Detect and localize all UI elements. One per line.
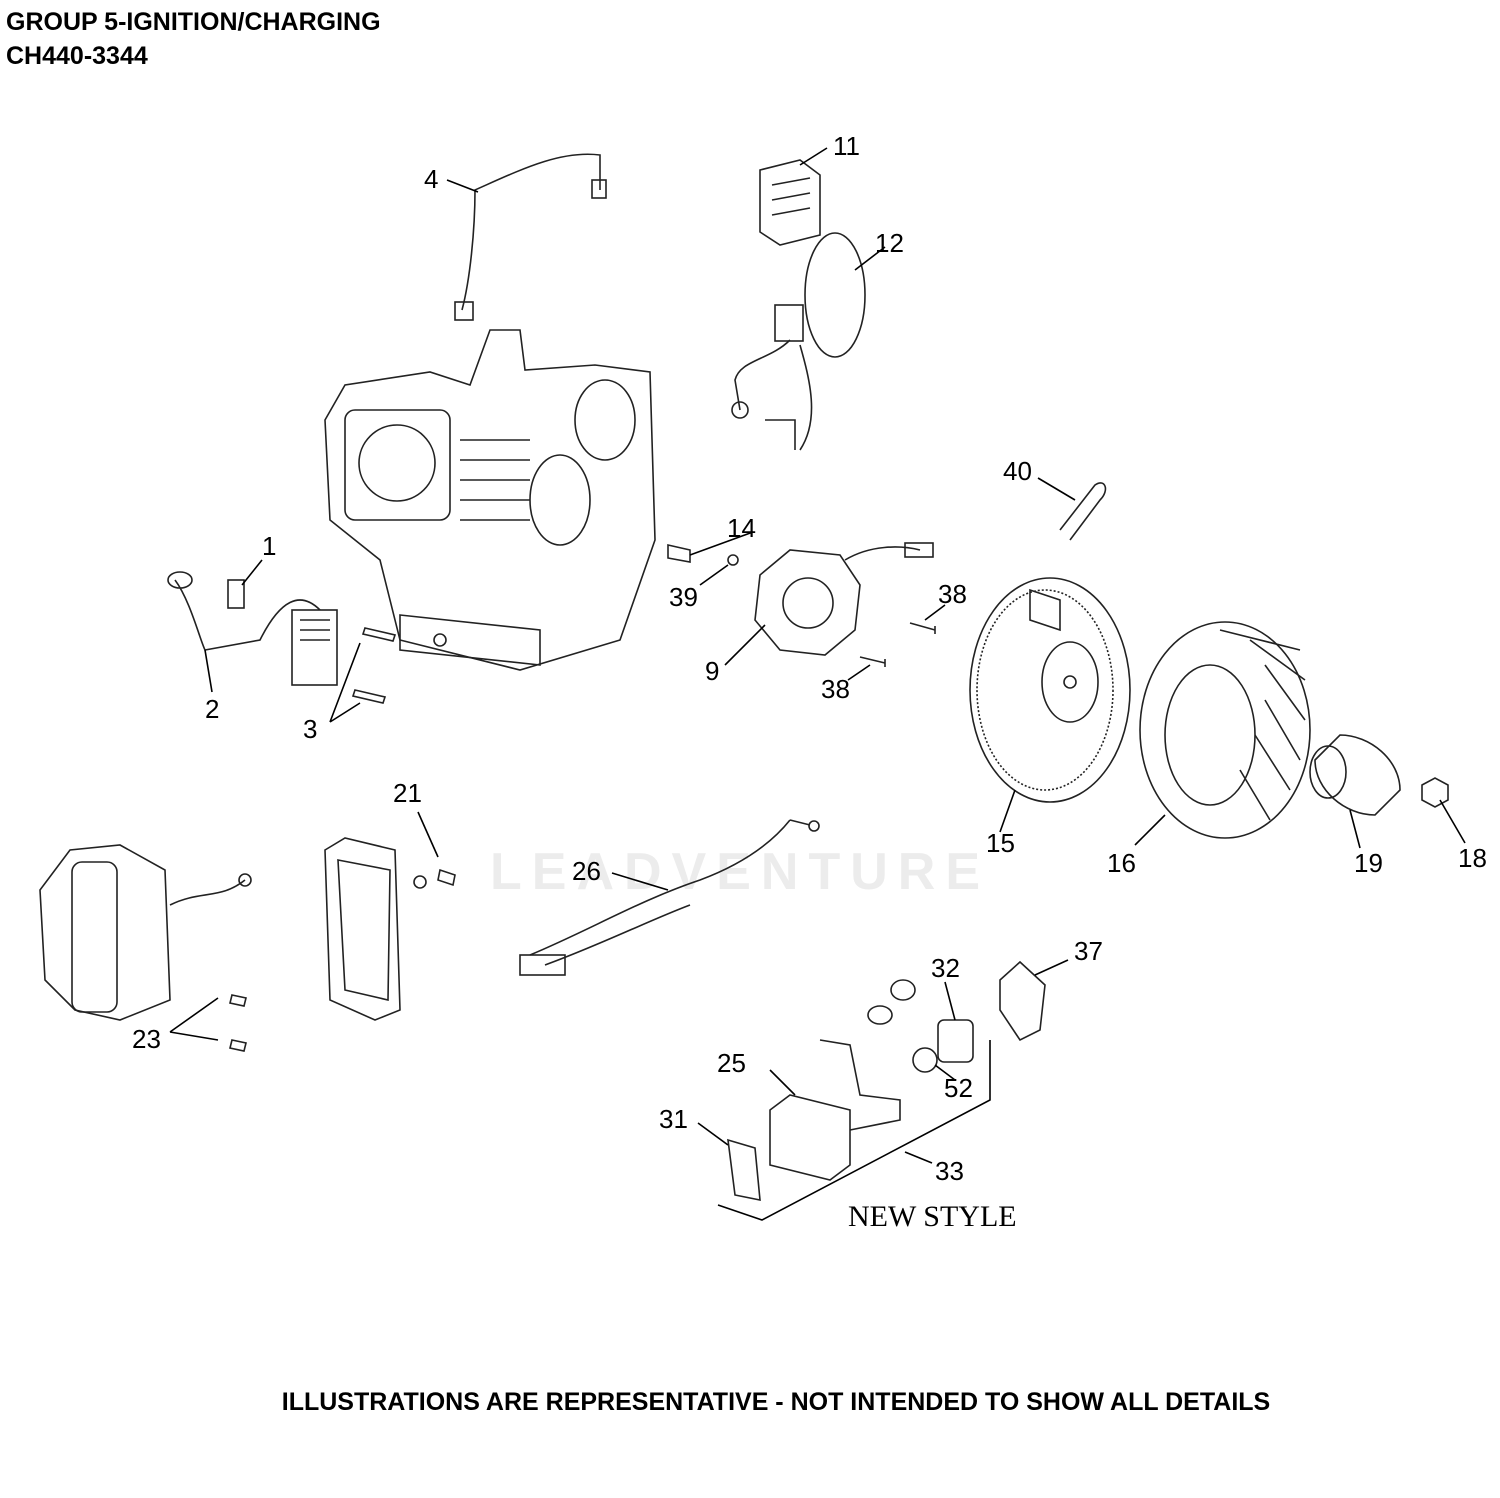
callout-4: 4: [424, 164, 438, 194]
ignition-coil-part: [167, 571, 338, 686]
screw-part: [727, 554, 739, 566]
page-title: GROUP 5-IGNITION/CHARGING: [6, 8, 381, 36]
flange-nut-part: [1421, 777, 1449, 808]
callout-33: 33: [935, 1156, 964, 1186]
bolt-part: [361, 627, 397, 642]
leader-lines: [169, 147, 1466, 1164]
bolt-part: [351, 689, 387, 704]
screw-part: [437, 868, 456, 887]
flywheel-part: [969, 577, 1131, 803]
callout-19: 19: [1354, 848, 1383, 878]
callout-12: 12: [875, 228, 904, 258]
watermark: LEADVENTURE: [490, 843, 991, 901]
callout-38: 38: [821, 674, 850, 704]
callout-52: 52: [944, 1073, 973, 1103]
callout-40: 40: [1003, 456, 1032, 486]
cooling-fan-part: [1139, 621, 1311, 839]
footer-disclaimer: ILLUSTRATIONS ARE REPRESENTATIVE - NOT I…: [281, 1388, 1271, 1416]
rectifier-regulator-part: [759, 159, 821, 246]
screw-part: [859, 656, 886, 667]
callout-14: 14: [727, 513, 756, 543]
screw-part: [229, 994, 247, 1007]
callout-3: 3: [303, 714, 317, 744]
wiring-harness-part: [519, 819, 820, 976]
callout-37: 37: [1074, 936, 1103, 966]
engine-block: [324, 329, 656, 671]
screw-part: [909, 622, 936, 634]
cover-panel-part: [324, 837, 401, 1021]
callout-25: 25: [717, 1048, 746, 1078]
washer-part: [413, 875, 427, 889]
callout-32: 32: [931, 953, 960, 983]
callout-9: 9: [705, 656, 719, 686]
callout-31: 31: [659, 1104, 688, 1134]
callout-18: 18: [1458, 843, 1487, 873]
callout-23: 23: [132, 1024, 161, 1054]
callout-39: 39: [669, 582, 698, 612]
bracket-part: [667, 543, 691, 563]
callout-11: 11: [833, 131, 860, 161]
callout-16: 16: [1107, 848, 1136, 878]
model-number: CH440-3344: [6, 42, 148, 70]
key-switch-assembly-part: [717, 960, 1046, 1221]
callout-26: 26: [572, 856, 601, 886]
cable-tie-part: [1059, 482, 1107, 541]
blower-housing-part: [39, 844, 252, 1021]
callout-2: 2: [205, 694, 219, 724]
screw-part: [229, 1039, 247, 1052]
callout-1: 1: [262, 531, 276, 561]
sensor-wire-part: [454, 153, 607, 321]
callout-21: 21: [393, 778, 422, 808]
callout-labels: 1 2 3 4 9 11 12 14 15 16 18 19 21 23 25 …: [132, 131, 1487, 1186]
callout-38: 38: [938, 579, 967, 609]
stator-part: [754, 542, 934, 656]
starter-cup-part: [1309, 734, 1401, 816]
wire-harness-loop-part: [731, 232, 866, 451]
new-style-label: NEW STYLE: [848, 1200, 1017, 1233]
callout-15: 15: [986, 828, 1015, 858]
